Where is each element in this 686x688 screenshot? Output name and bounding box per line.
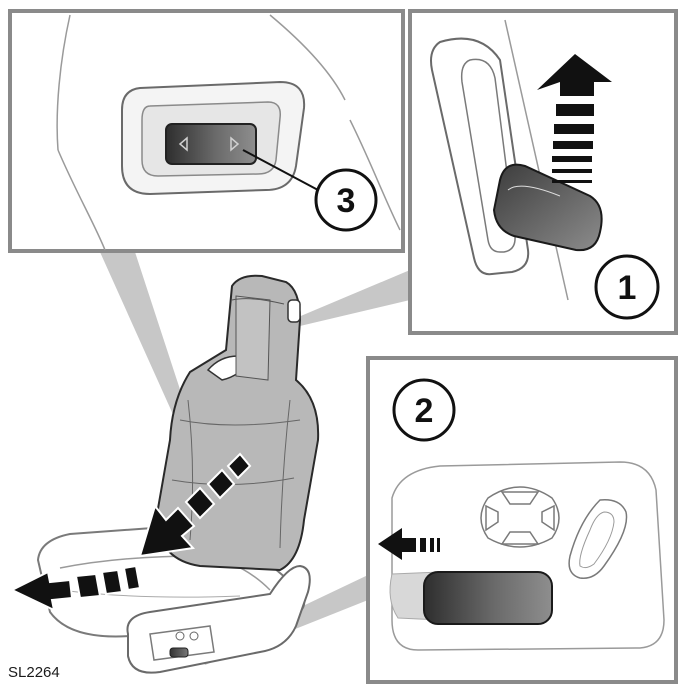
seat-illustration	[9, 274, 320, 674]
callout-2-label: 2	[415, 392, 434, 430]
lift-up-arrow	[537, 54, 612, 183]
forward-arrow	[378, 528, 440, 560]
detail-panel-1: 1	[408, 9, 678, 335]
headrest-switch	[165, 123, 257, 165]
switch-right-arrow-icon	[230, 136, 240, 152]
lumbar-four-way-control	[480, 486, 560, 548]
detail-panel-3: 3	[8, 9, 405, 253]
callout-1-label: 1	[618, 269, 637, 307]
callout-1-circle	[594, 254, 660, 320]
headrest-button	[287, 299, 301, 323]
callout-3-circle	[314, 168, 378, 232]
cushion-forward-arrow	[9, 564, 142, 612]
seat-cushion-switch	[423, 571, 553, 625]
beam-to-panel-1	[296, 270, 410, 326]
beam-to-panel-3	[100, 252, 190, 430]
figure-reference-code: SL2264	[8, 664, 60, 681]
callout-3-label: 3	[337, 182, 356, 220]
detail-panel-2: 2	[366, 356, 678, 684]
switch-left-arrow-icon	[178, 136, 188, 152]
callout-2-circle	[392, 378, 456, 442]
recline-arrow	[138, 452, 252, 558]
